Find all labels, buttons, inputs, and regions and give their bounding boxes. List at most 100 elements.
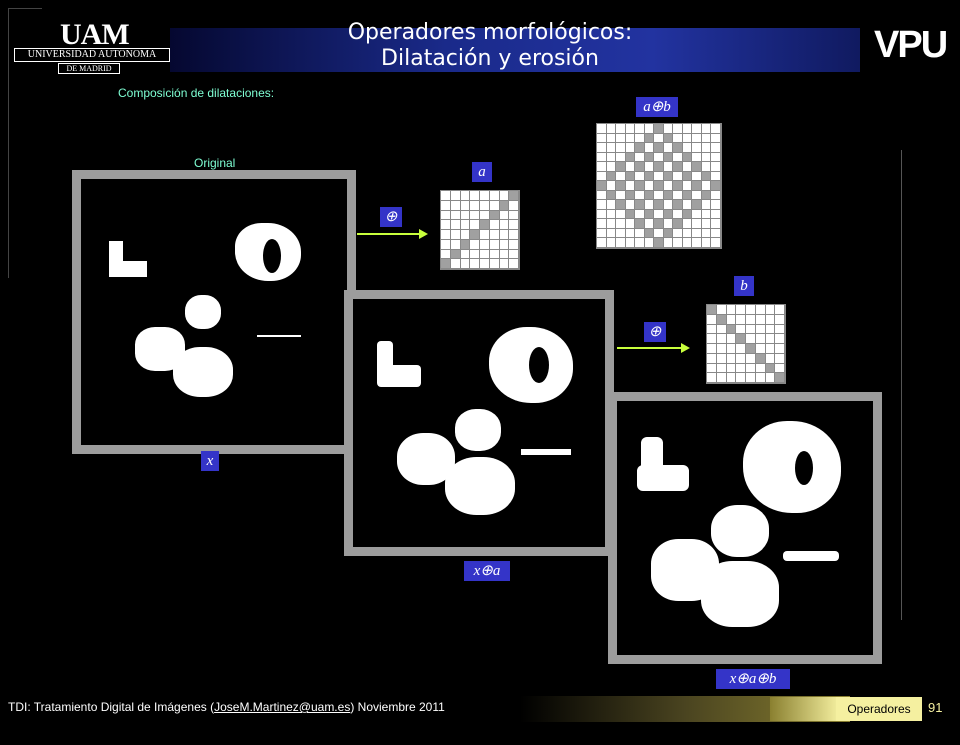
grid-cell — [616, 124, 626, 134]
top-edge-line — [8, 8, 42, 9]
grid-cell — [711, 228, 721, 239]
grid-cell — [480, 239, 490, 250]
grid-cell — [644, 238, 655, 248]
grid-cell — [726, 363, 737, 374]
grid-cell — [597, 190, 607, 201]
grid-cell — [736, 324, 746, 335]
grid-cell — [716, 305, 727, 315]
grid-cell — [654, 200, 664, 210]
grid-cell — [450, 200, 461, 211]
grid-cell — [489, 200, 500, 211]
grid-cell — [663, 133, 674, 144]
grid-cell — [499, 191, 510, 201]
grid-cell — [441, 191, 451, 201]
grid-cell — [606, 209, 617, 220]
grid-cell — [736, 314, 746, 325]
grid-cell — [441, 220, 451, 230]
grid-cell — [499, 230, 510, 240]
grid-cell — [692, 152, 702, 163]
footer-course: TDI: Tratamiento Digital de Imágenes (Jo… — [8, 700, 445, 714]
grid-cell — [606, 219, 617, 229]
grid-cell — [673, 190, 683, 201]
grid-cell — [673, 238, 683, 248]
grid-cell — [644, 200, 655, 210]
grid-cell — [625, 143, 636, 153]
grid-cell — [644, 133, 655, 144]
grid-cell — [726, 324, 737, 335]
grid-cell — [707, 314, 717, 325]
grid-cell — [765, 363, 776, 374]
grid-cell — [441, 259, 451, 269]
grid-cell — [711, 143, 721, 153]
grid-cell — [682, 124, 693, 134]
grid-cell — [765, 314, 776, 325]
dilated-image-a-b — [608, 392, 882, 664]
structuring-element-b — [706, 304, 786, 384]
grid-cell — [682, 228, 693, 239]
grid-cell — [635, 152, 645, 163]
grid-cell — [692, 162, 702, 172]
grid-cell — [765, 334, 776, 344]
grid-cell — [726, 373, 737, 383]
grid-cell — [470, 259, 480, 269]
grid-cell — [673, 143, 683, 153]
grid-cell — [701, 228, 712, 239]
grid-cell — [663, 124, 674, 134]
grid-cell — [597, 238, 607, 248]
grid-cell — [509, 259, 519, 269]
grid-cell — [701, 219, 712, 229]
grid-cell — [692, 219, 702, 229]
grid-cell — [597, 143, 607, 153]
grid-cell — [654, 228, 664, 239]
grid-cell — [635, 133, 645, 144]
footer-section: Operadores Locales — [836, 697, 922, 740]
title-line-2: Dilatación y erosión — [381, 46, 599, 71]
grid-cell — [644, 124, 655, 134]
grid-cell — [644, 209, 655, 220]
grid-cell — [716, 363, 727, 374]
grid-cell — [625, 171, 636, 182]
grid-cell — [673, 209, 683, 220]
grid-cell — [625, 238, 636, 248]
grid-cell — [635, 181, 645, 191]
grid-cell — [692, 209, 702, 220]
grid-cell — [635, 143, 645, 153]
label-x-dil-a-dil-b: x⊕a⊕b — [716, 669, 790, 689]
grid-cell — [736, 344, 746, 354]
page-number: 91 — [928, 700, 943, 715]
grid-cell — [635, 190, 645, 201]
grid-cell — [701, 171, 712, 182]
grid-cell — [460, 239, 471, 250]
grid-cell — [755, 344, 766, 354]
footer-email-link[interactable]: JoseM.Martinez@uam.es — [214, 700, 351, 714]
label-x-dil-a: x⊕a — [464, 561, 510, 581]
grid-cell — [775, 314, 785, 325]
grid-cell — [616, 238, 626, 248]
grid-cell — [716, 334, 727, 344]
grid-cell — [635, 209, 645, 220]
grid-cell — [755, 353, 766, 364]
grid-cell — [616, 200, 626, 210]
grid-cell — [616, 171, 626, 182]
grid-cell — [625, 162, 636, 172]
arrow-1-line — [357, 233, 419, 235]
grid-cell — [489, 220, 500, 230]
grid-cell — [644, 190, 655, 201]
grid-cell — [707, 363, 717, 374]
dilation-operator-1: ⊕ — [380, 207, 402, 227]
grid-cell — [711, 171, 721, 182]
grid-cell — [765, 344, 776, 354]
grid-cell — [616, 133, 626, 144]
grid-cell — [663, 238, 674, 248]
grid-cell — [450, 220, 461, 230]
grid-cell — [606, 200, 617, 210]
grid-cell — [616, 181, 626, 191]
grid-cell — [509, 191, 519, 201]
grid-cell — [701, 143, 712, 153]
grid-cell — [736, 373, 746, 383]
left-edge-line — [8, 8, 9, 278]
grid-cell — [692, 228, 702, 239]
grid-cell — [692, 124, 702, 134]
divider-line — [901, 150, 902, 620]
grid-cell — [755, 314, 766, 325]
